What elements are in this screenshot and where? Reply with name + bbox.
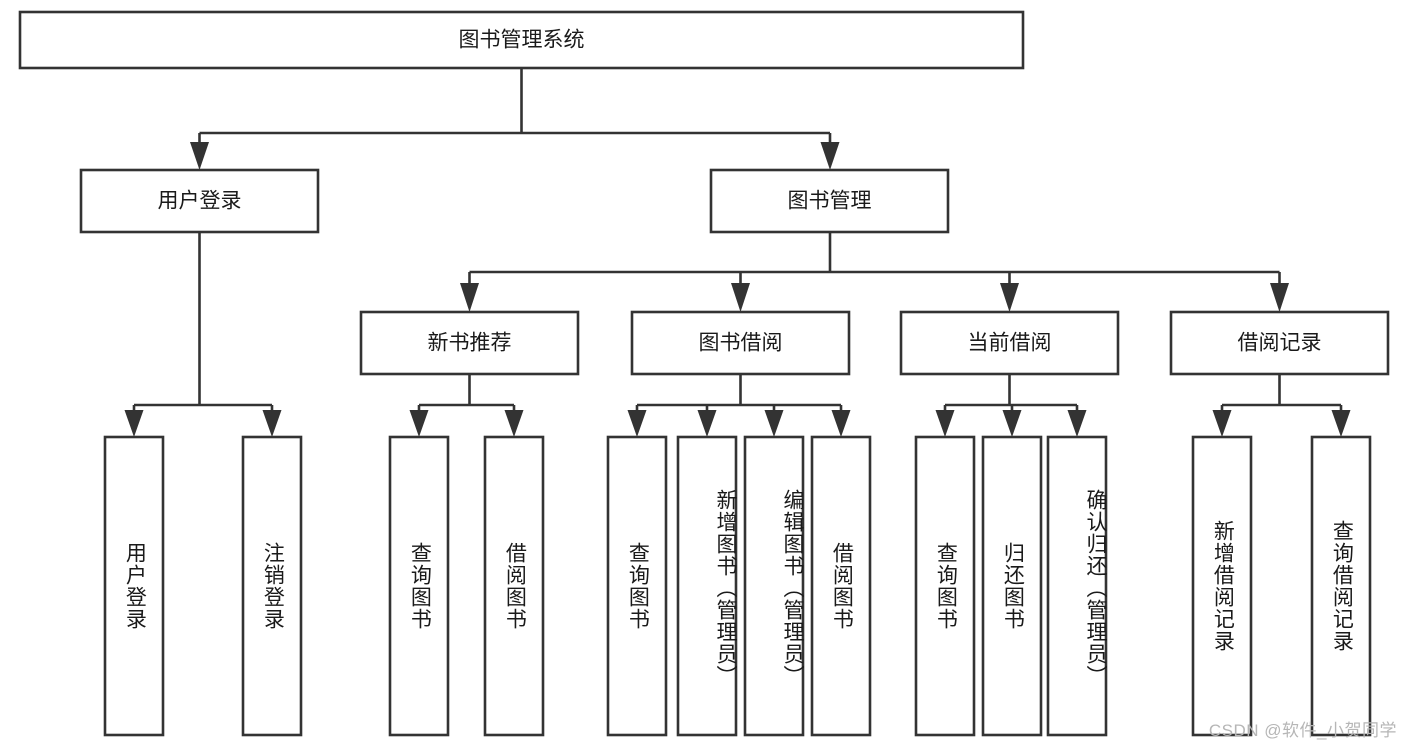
connector-user-login-to-leaves [124,232,282,437]
node-book-borrow-label: 图书借阅 [699,332,783,355]
node-borrow-record-label: 借阅记录 [1238,332,1322,355]
connector-root-to-level2 [190,68,840,170]
node-book-manage-label: 图书管理 [788,190,872,213]
node-current-borrow-label: 当前借阅 [968,332,1052,355]
node-root-box[interactable] [18,10,1025,70]
node-user-login-box[interactable] [79,168,320,234]
node-leaf-query-record-box[interactable] [1310,435,1372,737]
node-leaf-add-book-box[interactable] [676,435,738,737]
node-leaf-return-book-box[interactable] [981,435,1043,737]
node-leaf-add-record-box[interactable] [1191,435,1253,737]
node-leaf-user-login-box[interactable] [103,435,165,737]
node-root[interactable]: 图书管理系统 [18,10,1025,70]
node-new-book-recommend[interactable]: 新书推荐 [359,310,580,376]
connector-borrow-record-to-leaves [1212,374,1351,437]
node-borrow-record-box[interactable] [1169,310,1390,376]
node-leaf-borrow-book-2-box[interactable] [810,435,872,737]
node-new-book-recommend-box[interactable] [359,310,580,376]
node-current-borrow[interactable]: 当前借阅 [899,310,1120,376]
watermark: CSDN @软件_小贺同学 [1208,721,1397,740]
connector-book-manage-to-level3 [460,232,1289,312]
node-book-borrow-box[interactable] [630,310,851,376]
connector-new-book-recommend-to-leaves [409,374,524,437]
connector-book-borrow-to-leaves [627,374,851,437]
node-book-manage-box[interactable] [709,168,950,234]
connector-current-borrow-to-leaves [935,374,1087,437]
node-user-login[interactable]: 用户登录 [79,168,320,234]
node-borrow-record[interactable]: 借阅记录 [1169,310,1390,376]
node-book-borrow[interactable]: 图书借阅 [630,310,851,376]
node-new-book-recommend-label: 新书推荐 [428,332,512,355]
node-user-login-label: 用户登录 [158,190,242,213]
node-leaf-user-logout-box[interactable] [241,435,303,737]
node-current-borrow-box[interactable] [899,310,1120,376]
node-root-label: 图书管理系统 [459,29,585,52]
node-leaf-borrow-book-1-box[interactable] [483,435,545,737]
node-leaf-query-book-3-box[interactable] [914,435,976,737]
node-leaf-query-book-2-box[interactable] [606,435,668,737]
node-book-manage[interactable]: 图书管理 [709,168,950,234]
node-leaf-query-book-1-box[interactable] [388,435,450,737]
node-leaf-confirm-return-box[interactable] [1046,435,1108,737]
node-leaf-edit-book-box[interactable] [743,435,805,737]
